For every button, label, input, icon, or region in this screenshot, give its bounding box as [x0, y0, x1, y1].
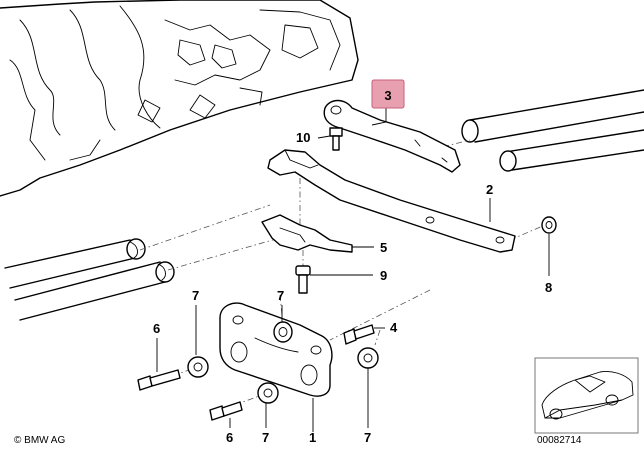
callout-3: 3 [384, 88, 391, 103]
callout-1: 1 [309, 430, 316, 445]
callout-7-top-left: 7 [192, 288, 199, 303]
leader-lines [156, 108, 550, 432]
callout-4: 4 [390, 320, 398, 335]
diagram-number: 00082714 [537, 435, 582, 446]
clamp-part-5 [261, 214, 353, 253]
exhaust-pipes-left [4, 238, 175, 321]
exhaust-pipes-right [461, 89, 644, 172]
callout-5: 5 [380, 240, 387, 255]
callout-7-bottom-right: 7 [364, 430, 371, 445]
callout-7-bottom-left: 7 [262, 430, 269, 445]
transmission-housing [0, 0, 359, 197]
callout-6-left: 6 [153, 321, 160, 336]
bushes-part-7 [187, 321, 379, 404]
bolts-part-6 [137, 369, 243, 421]
callout-8: 8 [545, 280, 552, 295]
bolt-part-4 [343, 324, 375, 345]
callout-10: 10 [296, 130, 310, 145]
callout-3-highlight [371, 79, 405, 109]
copyright-text: © BMW AG [14, 435, 65, 446]
callout-2: 2 [486, 182, 493, 197]
mount-plate-part-1 [219, 302, 333, 397]
bracket-part-3 [323, 99, 461, 173]
callout-6-bottom: 6 [226, 430, 233, 445]
hanger-part-2 [267, 149, 516, 253]
bolt-part-10 [329, 127, 343, 151]
bolt-part-9 [295, 265, 311, 294]
vehicle-thumbnail [534, 357, 639, 434]
bush-part-8 [541, 216, 557, 234]
callout-7-top: 7 [277, 288, 284, 303]
callout-9: 9 [380, 268, 387, 283]
callout-labels: 3 10 2 5 9 8 7 7 6 4 6 7 1 7 [153, 88, 552, 445]
